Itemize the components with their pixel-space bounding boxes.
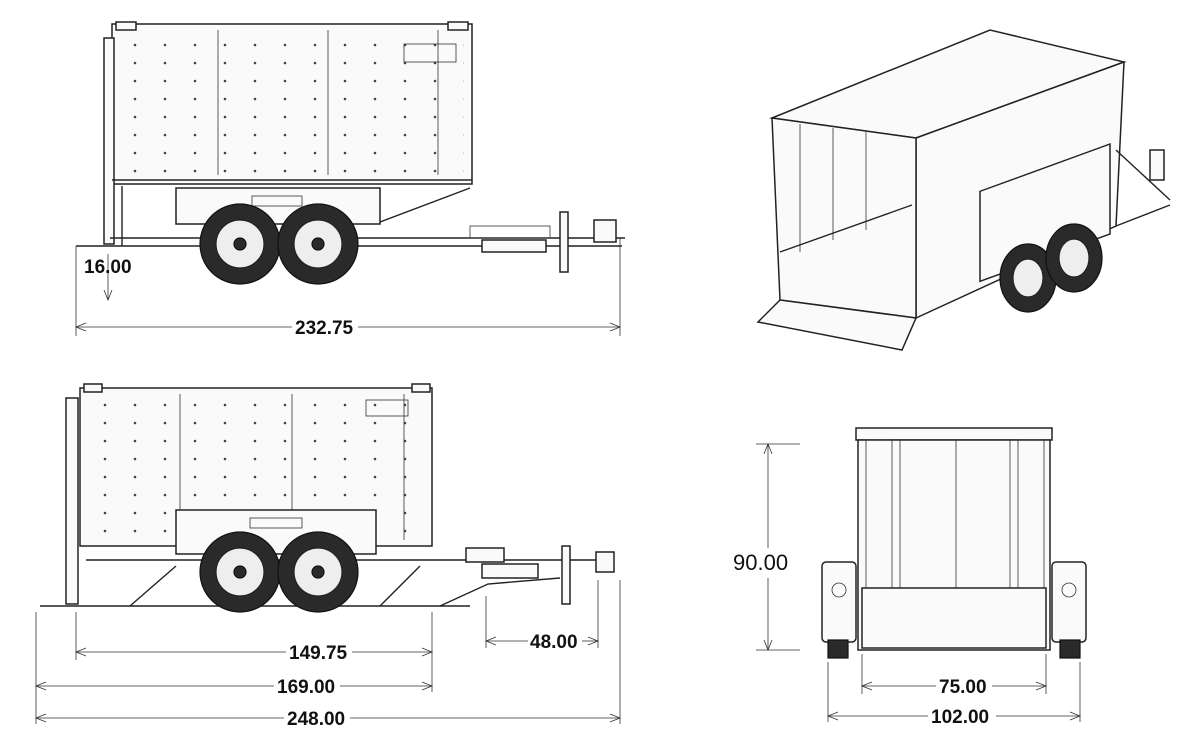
dim-overall-length-bottom: 248.00 bbox=[287, 709, 345, 730]
side-view-bottom: 149.75 48.00 169.00 248.00 bbox=[34, 383, 622, 730]
hitch bbox=[1149, 149, 1165, 181]
wheel bbox=[1059, 639, 1081, 659]
ramp-door bbox=[861, 587, 1047, 649]
jack-stand bbox=[561, 545, 571, 605]
dim-rear-overall-width: 102.00 bbox=[931, 707, 989, 728]
dim-overall-length-top: 232.75 bbox=[295, 318, 354, 339]
dim-rear-height: 90.00 bbox=[733, 550, 788, 575]
fender-right bbox=[1051, 561, 1087, 643]
dim-box-length: 149.75 bbox=[289, 643, 348, 664]
jack-stand bbox=[559, 211, 569, 273]
dim-frame-length: 169.00 bbox=[277, 677, 335, 698]
wheel bbox=[827, 639, 849, 659]
fender-left bbox=[821, 561, 857, 643]
logo-plate bbox=[403, 43, 457, 63]
isometric-view bbox=[756, 29, 1171, 351]
dim-rear-inner-width: 75.00 bbox=[939, 677, 987, 698]
ramp-door bbox=[756, 299, 918, 351]
rear-view: 90.00 75.00 102.00 bbox=[733, 427, 1087, 728]
dim-ground-clearance: 16.00 bbox=[84, 257, 132, 278]
rear-opening bbox=[771, 117, 917, 319]
hitch bbox=[595, 551, 615, 573]
dim-hitch-length: 48.00 bbox=[530, 632, 578, 653]
side-view-top: 16.00 232.75 bbox=[74, 21, 625, 339]
hitch bbox=[593, 219, 617, 243]
